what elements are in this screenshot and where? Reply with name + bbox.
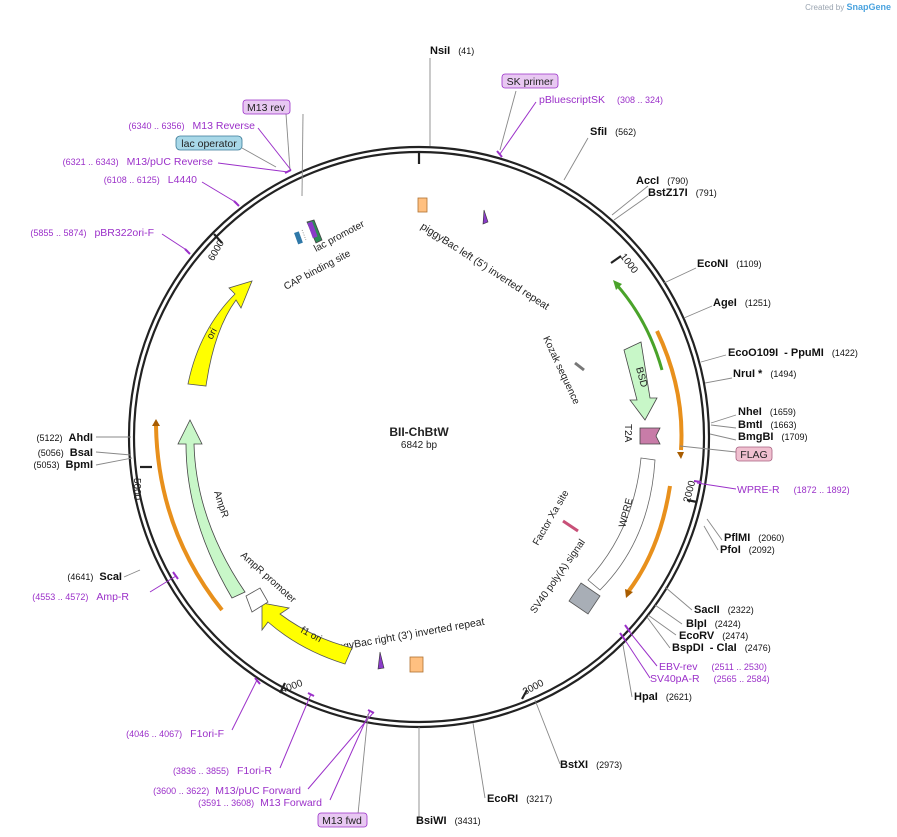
t2a-feature[interactable] [639, 427, 661, 445]
piggybac-left-label: piggyBac left (5') inverted repeat [418, 220, 551, 312]
tick-label-1000: 1000 [617, 252, 640, 277]
kozak-feature[interactable] [574, 361, 585, 372]
site-bsai[interactable]: (5056)BsaI [38, 447, 93, 459]
factor-xa-feature[interactable] [562, 519, 579, 533]
primer-m13puc-reverse[interactable]: (6321 .. 6343)M13/pUC Reverse [63, 156, 214, 168]
site-ahdi[interactable]: (5122)AhdI [37, 432, 93, 444]
primer-f1ori-f[interactable]: (4046 .. 4067)F1ori-F [126, 728, 224, 740]
m13fwd-glyph [377, 651, 385, 670]
cap-site-feature[interactable] [294, 231, 303, 245]
t2a-label: T2A [622, 424, 633, 443]
site-bmti[interactable]: BmtI(1663) [738, 419, 796, 431]
primer-l4440[interactable]: (6108 .. 6125)L4440 [104, 174, 197, 186]
plasmid-size: 6842 bp [401, 440, 438, 451]
piggybac-right-feature[interactable] [409, 656, 424, 673]
snapgene-credit: Created by SnapGene [805, 2, 891, 12]
site-ecorv[interactable]: EcoRV(2474) [679, 630, 748, 642]
primer-m13-reverse[interactable]: (6340 .. 6356)M13 Reverse [129, 120, 256, 132]
site-bstxi[interactable]: BstXI(2973) [560, 759, 622, 771]
flag-box[interactable]: FLAG [740, 449, 767, 461]
ampr-feature[interactable] [177, 419, 246, 599]
site-nrui[interactable]: NruI *(1494) [733, 368, 796, 380]
sk-primer-glyph [482, 209, 489, 225]
primer-f1ori-r[interactable]: (3836 .. 3855)F1ori-R [173, 765, 272, 777]
ampr-promoter-feature[interactable] [245, 587, 269, 613]
piggybac-left-feature[interactable] [417, 197, 428, 213]
site-econi[interactable]: EcoNI(1109) [697, 258, 762, 270]
m13-fwd-box[interactable]: M13 fwd [322, 815, 362, 827]
lac-operator-feature[interactable] [307, 221, 318, 239]
primer-pbluescriptsk[interactable]: pBluescriptSK(308 .. 324) [539, 94, 663, 106]
sk-primer-box[interactable]: SK primer [507, 76, 554, 88]
green-arc-bsd [614, 283, 664, 371]
primer-wpre-r[interactable]: WPRE-R(1872 .. 1892) [737, 484, 850, 496]
site-ecori[interactable]: EcoRI(3217) [487, 793, 552, 805]
site-bsiwi[interactable]: BsiWI(3431) [416, 815, 481, 827]
ori-label: ori [205, 326, 220, 341]
site-lines [95, 58, 737, 820]
sv40-polya-feature[interactable] [568, 582, 601, 615]
m13-rev-box[interactable]: M13 rev [247, 102, 286, 114]
site-nhei[interactable]: NheI(1659) [738, 406, 796, 418]
primer-amp-r[interactable]: (4553 .. 4572)Amp-R [32, 591, 129, 603]
site-scai[interactable]: (4641)ScaI [67, 571, 122, 583]
bsd-feature[interactable] [623, 341, 658, 421]
site-hpai[interactable]: HpaI(2621) [634, 691, 692, 703]
cap-site-label: CAP binding site [282, 248, 353, 293]
orange-arc-bsd [655, 330, 684, 451]
primer-lines [149, 101, 737, 801]
kozak-label: Kozak sequence [540, 335, 581, 407]
primer-sv40pa-r[interactable]: SV40pA-R(2565 .. 2584) [650, 673, 770, 685]
primer-m13puc-forward[interactable]: (3600 .. 3622)M13/pUC Forward [153, 785, 301, 797]
credit-prefix: Created by [805, 3, 845, 12]
site-blpi[interactable]: BlpI(2424) [686, 618, 741, 630]
site-nsii[interactable]: NsiI(41) [430, 45, 474, 57]
ampr-label: AmpR [211, 490, 230, 520]
site-bpmi[interactable]: (5053)BpmI [33, 459, 93, 471]
site-agei[interactable]: AgeI(1251) [713, 297, 771, 309]
site-pfoi[interactable]: PfoI(2092) [720, 544, 775, 556]
factor-xa-label: Factor Xa site [531, 488, 572, 547]
site-pflmi[interactable]: PflMI(2060) [724, 532, 784, 544]
site-ecoo109i[interactable]: EcoO109I- PpuMI(1422) [728, 347, 858, 359]
orange-arc-wpre [626, 485, 672, 594]
f1-ori-feature[interactable] [261, 602, 353, 665]
tick-label-6000: 6000 [206, 238, 227, 263]
tick-label-5000: 5000 [131, 478, 142, 501]
primer-ticks [172, 150, 702, 714]
tick-marks [140, 152, 698, 700]
lac-operator-box[interactable]: lac operator [181, 138, 237, 150]
piggybac-right-label: piggyBac right (3') inverted repeat [328, 616, 485, 655]
plasmid-name: BII-ChBtW [389, 425, 449, 439]
wpre-feature[interactable] [587, 457, 656, 591]
site-sfii[interactable]: SfiI(562) [590, 126, 636, 138]
snapgene-brand: SnapGene [846, 2, 891, 12]
bsd-label: BSD [633, 366, 649, 389]
orange-arc-ampr [154, 425, 224, 612]
site-acci[interactable]: AccI(790) [636, 175, 688, 187]
primer-pbr322ori-f[interactable]: (5855 .. 5874)pBR322ori-F [30, 227, 154, 239]
site-bspdi[interactable]: BspDI- ClaI(2476) [672, 642, 771, 654]
primer-ebv-rev[interactable]: EBV-rev(2511 .. 2530) [659, 661, 767, 673]
ori-feature[interactable] [187, 280, 253, 387]
site-bmgbi[interactable]: BmgBI(1709) [738, 431, 807, 443]
site-bstz17i[interactable]: BstZ17I(791) [648, 187, 717, 199]
primer-m13-forward[interactable]: (3591 .. 3608)M13 Forward [198, 797, 322, 809]
site-sacii[interactable]: SacII(2322) [694, 604, 754, 616]
